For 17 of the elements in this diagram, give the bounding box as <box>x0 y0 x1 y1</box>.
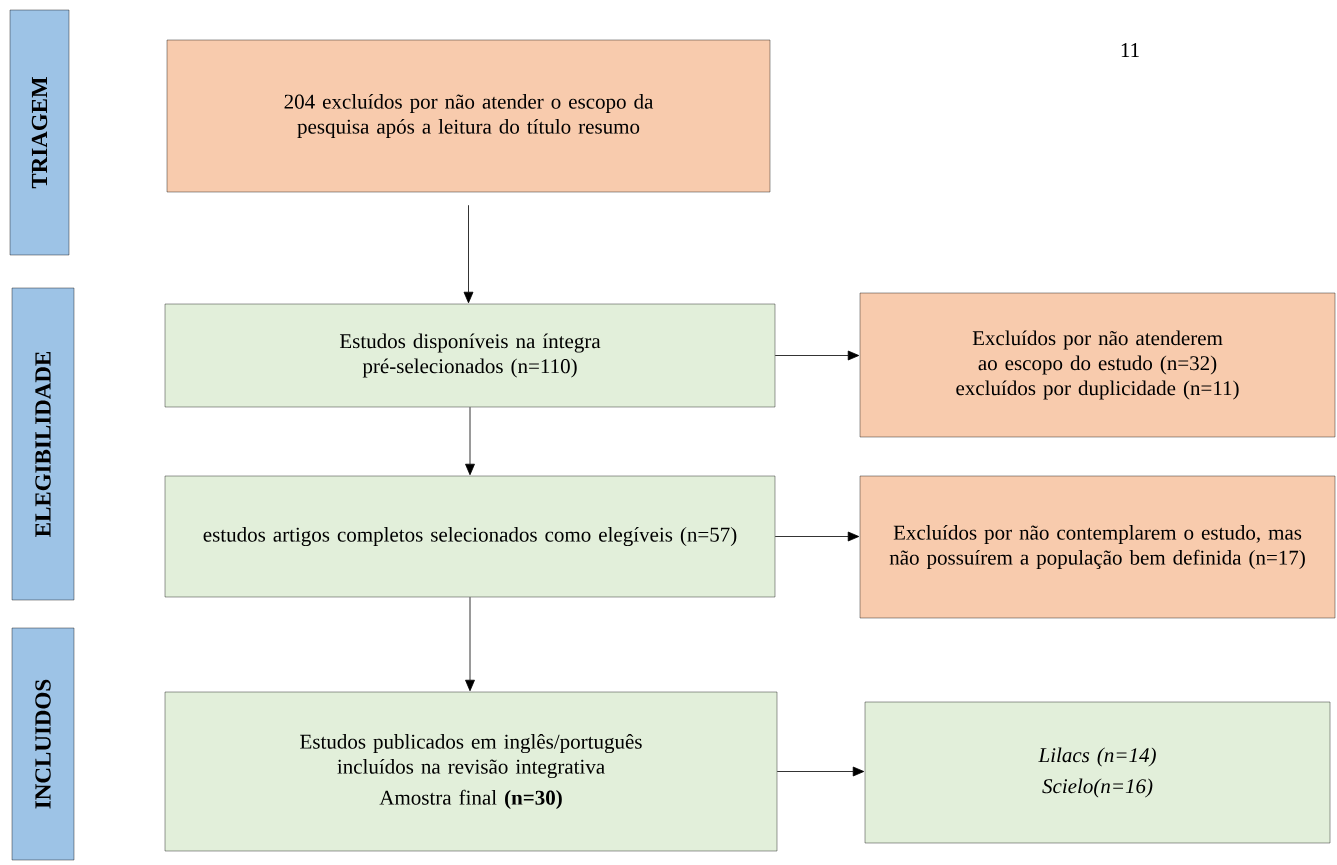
arrow <box>465 406 475 476</box>
process-box: Excluídos por não atenderem ao escopo do estudo (n=32) excluídos por duplicidade (n=11) <box>859 292 1336 438</box>
process-box: estudos artigos completos selecionados como elegíveis (n=57) <box>164 475 776 598</box>
arrow <box>774 350 860 361</box>
page-number: 11 <box>1121 43 1139 57</box>
process-box: Lilacs (n=14) Scielo(n=16) <box>864 701 1331 844</box>
stage-band: INCLUIDOS <box>11 627 75 861</box>
process-box: Estudos publicados em inglês/português incluídos na revisão integrativa Amostra final (n=30) <box>164 691 778 852</box>
process-box: Excluídos por não contemplarem o estudo, mas não possuírem a população bem definida (n=17) <box>859 475 1336 619</box>
process-box: 204 excluídos por não atender o escopo da pesquisa após a leitura do título resumo <box>166 39 771 193</box>
stage-band: TRIAGEM <box>9 9 70 256</box>
arrow <box>463 204 474 304</box>
arrow <box>774 531 860 542</box>
process-box: Estudos disponíveis na íntegra pré-selecionados (n=110) <box>164 303 776 408</box>
stage-band: ELEGIBILIDADE <box>11 287 75 601</box>
arrow <box>776 766 865 777</box>
arrow <box>465 596 475 692</box>
